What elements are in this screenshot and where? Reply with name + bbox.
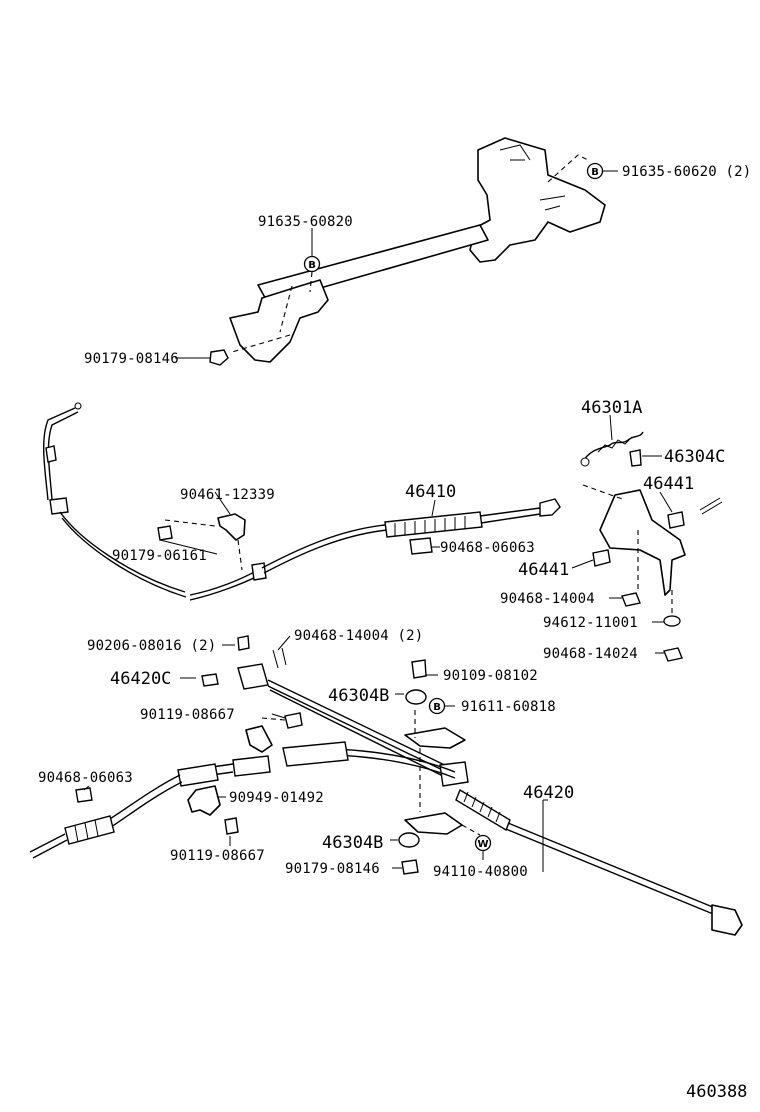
- label-46301A: 46301A: [581, 398, 642, 418]
- rear-cable-drawing: [29, 635, 743, 936]
- bolt-b-mark-top: B: [586, 162, 618, 180]
- label-46304B-top: 46304B: [328, 686, 389, 706]
- label-90109-08102: 90109-08102: [443, 668, 538, 684]
- lever-bracket-drawing: [229, 137, 606, 363]
- svg-text:B: B: [433, 702, 441, 713]
- label-90179-08146-bottom: 90179-08146: [285, 861, 380, 877]
- svg-text:B: B: [591, 167, 599, 178]
- washer-w-mark: W: [474, 834, 492, 860]
- label-90468-06063-mid: 90468-06063: [440, 540, 535, 556]
- leader-lines: [83, 228, 673, 872]
- label-46304B-bottom: 46304B: [322, 833, 383, 853]
- label-94612-11001: 94612-11001: [543, 615, 638, 631]
- label-91635-60620: 91635-60620 (2): [622, 164, 751, 180]
- svg-text:W: W: [477, 839, 488, 850]
- label-90179-08146-top: 90179-08146: [84, 351, 179, 367]
- label-46441-bottom: 46441: [518, 560, 569, 580]
- bolt-b-mark-bottom: B: [428, 697, 446, 715]
- label-90119-08667-bottom: 90119-08667: [170, 848, 265, 864]
- label-90949-01492: 90949-01492: [229, 790, 324, 806]
- label-46420C: 46420C: [110, 669, 171, 689]
- label-90468-06063-left: 90468-06063: [38, 770, 133, 786]
- bolt-b-mark-mid: B: [303, 230, 321, 273]
- diagram-code: 460388: [686, 1082, 747, 1102]
- label-91611-60818: 91611-60818: [461, 699, 556, 715]
- label-94110-40800: 94110-40800: [433, 864, 528, 880]
- label-46304C: 46304C: [664, 447, 725, 467]
- label-90468-14004-2: 90468-14004 (2): [294, 628, 423, 644]
- label-46410: 46410: [405, 482, 456, 502]
- label-46420: 46420: [523, 783, 574, 803]
- label-90468-14004: 90468-14004: [500, 591, 595, 607]
- equalizer-bracket-drawing: [580, 431, 723, 662]
- nut-icon-top: [175, 349, 229, 366]
- front-cable-drawing: [42, 402, 561, 601]
- label-46441-top: 46441: [643, 474, 694, 494]
- label-90468-14024: 90468-14024: [543, 646, 638, 662]
- label-90461-12339: 90461-12339: [180, 487, 275, 503]
- label-90119-08667-top: 90119-08667: [140, 707, 235, 723]
- label-90206-08016: 90206-08016 (2): [87, 638, 216, 654]
- part-labels: 91635-60620 (2) 91635-60820 90179-08146 …: [38, 164, 751, 1102]
- label-90179-06161: 90179-06161: [112, 548, 207, 564]
- label-91635-60820: 91635-60820: [258, 214, 353, 230]
- svg-text:B: B: [308, 260, 316, 271]
